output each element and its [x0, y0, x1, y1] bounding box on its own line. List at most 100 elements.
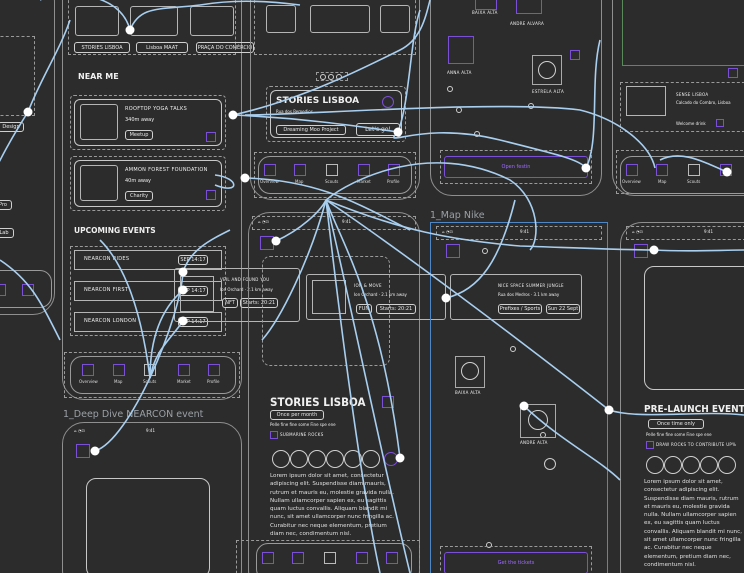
marker-label: ANDRE ALTA — [520, 440, 548, 445]
event-row[interactable] — [74, 312, 222, 332]
nav-label: Scouts — [143, 379, 157, 384]
back-icon[interactable] — [446, 244, 460, 258]
card-title: NICE SPACE SUMMER JUNGLE — [498, 283, 564, 288]
detail-description: Lorem ipsum dolor sit amet, consectetur … — [270, 473, 395, 538]
card-tag[interactable]: FUN — [356, 304, 372, 314]
stories-title: STORIES LISBOA — [276, 96, 360, 106]
get-tickets-button[interactable]: Get the tickets — [444, 552, 588, 573]
overlay-time[interactable]: Starts: 20:21 — [240, 298, 278, 308]
share-icon[interactable] — [382, 396, 394, 408]
home-screen-frame[interactable] — [62, 0, 242, 400]
venue-address: Calcado do Combro, Lisboa — [676, 100, 731, 105]
card-title: ION & MOVE — [354, 283, 382, 288]
left-edge-tag[interactable]: Design — [0, 122, 24, 132]
event-card[interactable] — [74, 99, 222, 146]
card-time[interactable]: Sun 22 Sept — [546, 304, 580, 314]
event-row-title: NEARCON LONDON — [84, 318, 137, 324]
nav-label: Profile — [207, 379, 220, 384]
detail-line: Pelle fine fine some Fine spe ene — [646, 432, 712, 437]
map-marker[interactable] — [475, 0, 497, 10]
card-distance: 40m away — [125, 178, 151, 184]
marker-label: ESTRELA ALTA — [532, 89, 565, 94]
nav-overview-icon[interactable] — [82, 364, 94, 376]
floating-event-card[interactable] — [174, 268, 300, 322]
marker-label: BAIXA ALTA — [455, 390, 481, 395]
left-partial-frame[interactable] — [0, 0, 55, 315]
card-time[interactable]: Starts: 20:21 — [376, 304, 416, 314]
open-icon[interactable] — [206, 132, 216, 142]
venue-frame[interactable] — [612, 0, 744, 196]
nav-label: Profile — [387, 179, 400, 184]
nav-label: Map — [295, 179, 304, 184]
frame-label[interactable]: 1_Map Nike — [430, 210, 485, 221]
card-title: ROOFTOP YOGA TALKS — [125, 106, 188, 112]
status-time: 9:41 — [342, 219, 351, 224]
detail-line: Pelle fine fine some Fine spe ene — [270, 422, 336, 427]
nav-label: Overview — [622, 179, 641, 184]
status-time: 9:41 — [520, 229, 529, 234]
stories-frame[interactable] — [250, 0, 420, 200]
map-top-frame[interactable] — [430, 0, 602, 196]
event-row-title: NEARCON FIRST — [84, 287, 129, 293]
stories-sub: Rua dos Remedios — [276, 109, 313, 114]
upcoming-events-title: UPCOMING EVENTS — [74, 226, 156, 235]
chip-stories-lisboa[interactable]: STORIES LISBOA — [74, 42, 130, 53]
chip-lisboa-maat[interactable]: Lisboa MAAT — [136, 42, 188, 53]
frequency-chip: Once per month — [270, 410, 324, 420]
marker-label: BAIXA ALTA — [472, 10, 498, 15]
nav-label: Market — [177, 379, 191, 384]
card-tag[interactable]: Meetup — [125, 130, 153, 140]
marker-label: ANNA ALTA — [447, 70, 472, 75]
map-marker[interactable] — [455, 356, 485, 388]
nav-market-icon[interactable] — [358, 164, 370, 176]
open-icon[interactable] — [206, 190, 216, 200]
pre-launch-description: Lorem ipsum dolor sit amet, consectetur … — [644, 479, 743, 568]
map-nike-frame[interactable] — [430, 222, 608, 573]
nav-market-icon[interactable] — [178, 364, 190, 376]
frame-label[interactable]: 1_Deep Dive NEARCON event — [63, 409, 204, 420]
dreaming-button[interactable]: Dreaming Moo Project — [276, 125, 346, 135]
nav-label: Overview — [79, 379, 98, 384]
bottom-nav — [70, 356, 236, 394]
pre-launch-frame[interactable] — [620, 222, 744, 573]
nav-overview-icon[interactable] — [264, 164, 276, 176]
overlay-tag[interactable]: NFT — [222, 298, 238, 308]
map-marker[interactable] — [516, 0, 542, 14]
map-marker[interactable] — [532, 55, 562, 85]
left-edge-tag[interactable]: Pro — [0, 200, 12, 210]
event-row[interactable] — [74, 250, 222, 270]
card-tag[interactable]: Charity — [125, 191, 153, 201]
detail-title: STORIES LISBOA — [270, 395, 366, 409]
detail-line: DRAW ROCKS TO CONTRIBUTE UP% — [656, 442, 737, 447]
nav-label: Map — [114, 379, 123, 384]
card-title: AMMON FOREST FOUNDATION — [125, 167, 208, 173]
nav-map-icon[interactable] — [294, 164, 306, 176]
card-tag[interactable]: Prefixes / Sports — [498, 304, 542, 314]
frequency-chip: Once time only — [648, 419, 704, 429]
event-row-date: SEP 14:17 — [178, 317, 208, 327]
back-icon[interactable] — [634, 244, 648, 258]
event-card[interactable] — [74, 160, 222, 207]
event-row[interactable] — [74, 281, 222, 301]
connection-endpoints — [23, 25, 732, 463]
welcome-text: Welcome drink — [676, 121, 706, 126]
back-icon[interactable] — [76, 444, 90, 458]
card-subtitle: Rua dos Medros · 3.1 km away — [498, 292, 560, 297]
nav-profile-icon[interactable] — [208, 364, 220, 376]
venue-title: SENSE LISBOA — [676, 92, 709, 97]
nav-map-icon[interactable] — [113, 364, 125, 376]
left-edge-tag[interactable]: Lab — [0, 228, 14, 238]
map-marker[interactable] — [448, 36, 474, 64]
chip-praca[interactable]: PRAÇA DO COMÉRCIO — [196, 42, 254, 53]
stories-detail-frame[interactable] — [248, 212, 420, 573]
deep-dive-frame[interactable] — [62, 422, 242, 573]
event-row-title: NEARCON RIDES — [84, 256, 130, 262]
near-me-title: NEAR ME — [78, 72, 119, 81]
nav-label: Overview — [260, 179, 279, 184]
nav-scouts-icon[interactable] — [326, 164, 338, 176]
map-marker[interactable] — [520, 404, 556, 438]
add-icon[interactable] — [382, 96, 394, 108]
status-time: 9:41 — [146, 428, 155, 433]
